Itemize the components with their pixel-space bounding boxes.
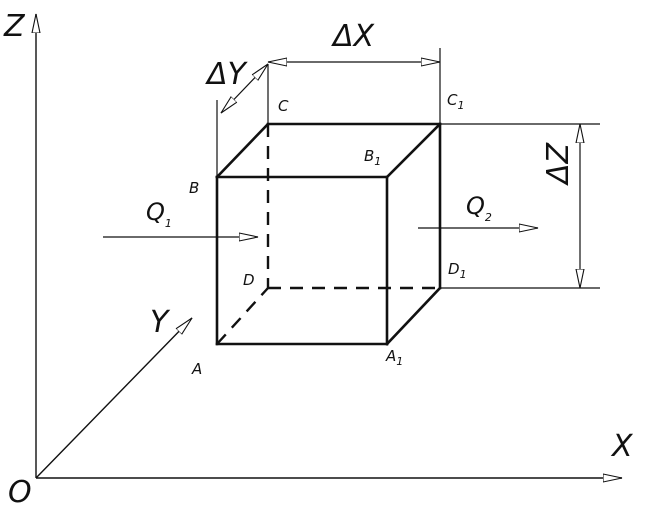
vertex-d1-label: D1 <box>448 260 467 281</box>
flow-in-label: Q1 <box>146 198 172 230</box>
edge-a1-d1 <box>385 286 442 346</box>
vertex-b1-label: B1 <box>364 147 381 168</box>
origin-label: O <box>8 475 32 506</box>
edge-b-c <box>215 122 270 179</box>
dx-label: ΔX <box>331 19 376 54</box>
dz-label: ΔZ <box>541 141 576 186</box>
vertex-a-label: A <box>191 360 202 378</box>
dy-label: ΔY <box>205 57 249 92</box>
edge-a-d <box>216 287 269 345</box>
vertex-a1-label: A1 <box>385 347 403 368</box>
edge-b1-c1 <box>385 122 442 179</box>
x-axis-label: X <box>610 429 634 464</box>
vertex-c1-label: C1 <box>447 91 464 112</box>
y-axis-label: Y <box>150 305 171 340</box>
vertex-c-label: C <box>278 97 289 115</box>
y-axis <box>35 317 193 479</box>
dim-line-dy <box>221 64 268 113</box>
flow-out-label: Q2 <box>466 192 492 224</box>
vertex-b-label: B <box>189 179 199 197</box>
z-axis-label: Z <box>3 9 26 44</box>
vertex-d-label: D <box>243 271 255 289</box>
